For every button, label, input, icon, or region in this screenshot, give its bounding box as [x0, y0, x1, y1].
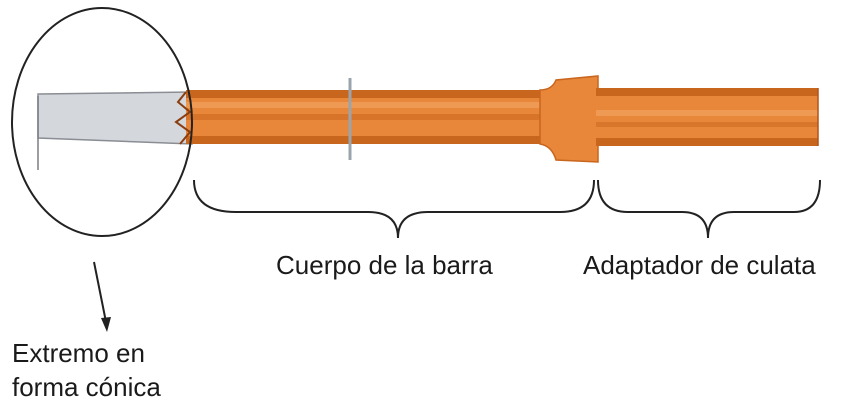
adapter-brace	[597, 179, 821, 239]
tapered-tip-label-line2: forma cónica	[12, 372, 161, 402]
shank-adapter-label: Adaptador de culata	[583, 250, 816, 280]
body-brace	[193, 179, 595, 239]
tapered-tip-label-line1: Extremo en	[12, 338, 145, 368]
rod-body-label: Cuerpo de la barra	[276, 250, 493, 280]
tip-highlight-ellipse	[11, 7, 193, 237]
shank-adapter	[539, 75, 819, 163]
rod-body	[174, 78, 550, 160]
tapered-tip	[37, 91, 193, 170]
tapered-tip-label: Extremo en forma cónica	[12, 336, 161, 404]
tip-arrow	[93, 261, 111, 332]
